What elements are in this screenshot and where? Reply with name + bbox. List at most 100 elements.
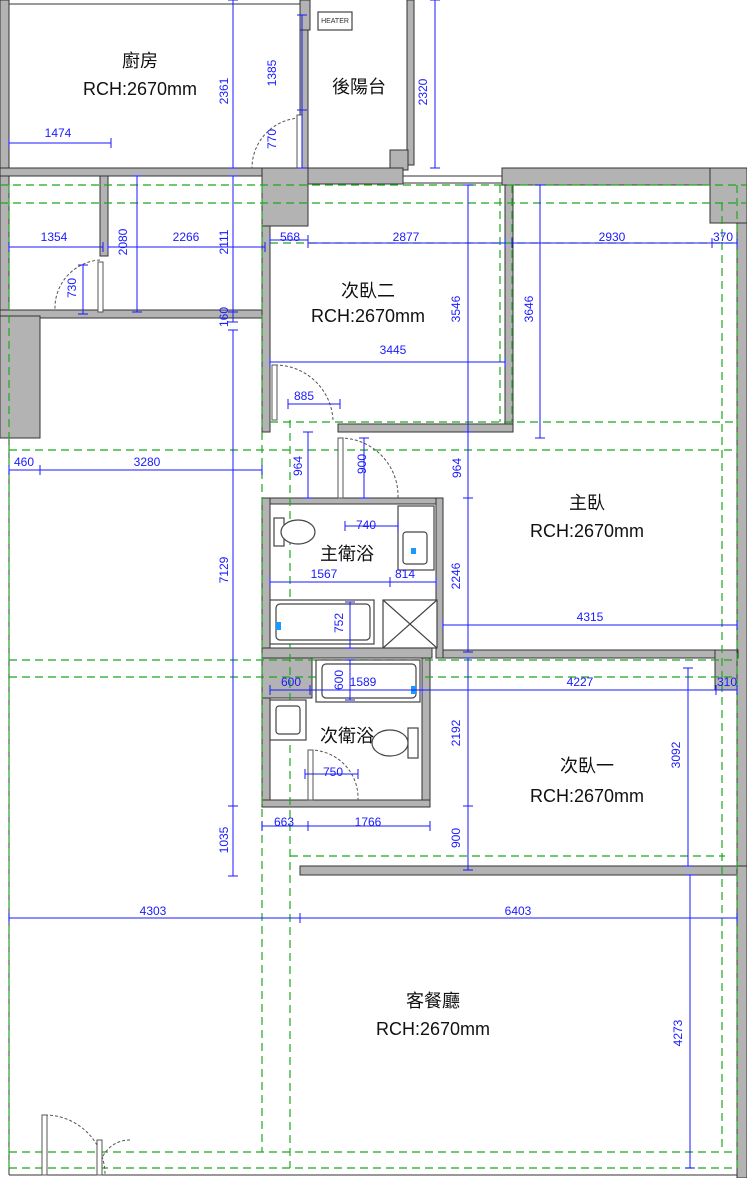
heater-box [317,11,353,31]
dimension-label: 3280 [134,455,161,469]
dimension-lines [8,0,738,1169]
door-arc [251,117,301,169]
dimension-label: 7129 [217,556,231,583]
room-ceiling-height: RCH:2670mm [376,1019,490,1039]
dimension-label: 2361 [217,77,231,104]
wall [501,167,713,186]
room-name: 後陽台 [332,77,386,97]
dimension-label: 770 [265,129,279,149]
dimension-label: 160 [217,307,231,327]
dimension-label: 900 [355,454,369,474]
heater-label: HEATER [321,18,349,25]
dimension-label: 885 [294,389,314,403]
dimension-label: 2877 [393,230,420,244]
wall [261,697,271,807]
grid-lines [0,184,747,1170]
dimension-label: 4303 [140,904,167,918]
room-name: 主臥 [569,493,605,513]
room-name: 次臥一 [560,756,614,776]
room-ceiling-height: RCH:2670mm [530,521,644,541]
dimension-label: 3445 [380,343,407,357]
dimension-label: 4315 [577,610,604,624]
tap-icon [411,548,416,554]
dimension-label: 370 [713,230,733,244]
wall [299,865,747,876]
dimension-label: 900 [449,828,463,848]
toilet-bowl-icon [371,729,409,757]
room-ceiling-height: RCH:2670mm [83,79,197,99]
dimension-label: 1766 [355,815,382,829]
dimension-label: 568 [280,230,300,244]
room-name: 廚房 [122,50,158,71]
door-arc [274,364,334,421]
door-arc [54,259,101,311]
wall [261,799,431,808]
wall [0,315,41,439]
dimension-label: 2192 [449,719,463,746]
dimension-label: 663 [274,815,294,829]
wall [0,175,10,317]
shower-box-cross [382,599,438,649]
wall [99,175,109,257]
dimension-label: 964 [450,458,464,478]
dimension-label: 3546 [449,295,463,322]
basin-icon [275,705,301,735]
wall [736,222,747,874]
dimension-label: 3092 [669,741,683,768]
door-arc [339,437,399,499]
tap-icon [276,622,281,630]
door-leaf [96,1139,103,1176]
door-leaves [41,114,344,1176]
room-name: 客餐廳 [406,991,460,1011]
dimension-label: 600 [332,670,346,690]
door-leaf [41,1114,48,1176]
door-leaf [271,364,278,421]
door-leaf [337,437,344,499]
wall [261,647,433,659]
toilet-bowl-icon [280,519,316,545]
wall [261,167,309,227]
dimension-label: 4273 [671,1019,685,1046]
dimension-label: 750 [323,765,343,779]
dimension-label: 752 [332,613,346,633]
door-arc [44,1114,106,1176]
room-ceiling-height: RCH:2670mm [530,786,644,806]
wall [307,167,404,185]
wall [709,167,747,224]
dimension-label: 2246 [449,562,463,589]
room-name: 次臥二 [341,281,395,301]
door-leaf [296,114,303,169]
dimension-label: 1474 [45,126,72,140]
room-name: 次衛浴 [320,726,374,746]
doors [44,117,399,1176]
dimension-label: 730 [65,278,79,298]
wall [261,497,443,505]
dimension-label: 1385 [265,59,279,86]
dimension-label: 964 [291,456,305,476]
room-name: 主衛浴 [320,544,374,564]
dimension-label: 2080 [116,228,130,255]
room-ceiling-height: RCH:2670mm [311,306,425,326]
wall [261,497,271,649]
dimension-label: 460 [14,455,34,469]
dimension-label: 2320 [416,78,430,105]
dimension-label: 3646 [522,295,536,322]
bathtub-inner-icon [275,603,371,641]
dimension-label: 310 [717,675,737,689]
dimension-label: 814 [395,567,415,581]
wall [261,225,271,433]
wall [421,657,431,807]
wall [389,149,409,171]
wall [406,0,415,166]
toilet-tank-icon [407,727,419,759]
dimension-label: 1035 [217,826,231,853]
dimension-label: 1589 [350,675,377,689]
wall [442,649,739,659]
dimension-label: 6403 [505,904,532,918]
door-leaf [307,749,314,801]
dimension-label: 740 [356,518,376,532]
